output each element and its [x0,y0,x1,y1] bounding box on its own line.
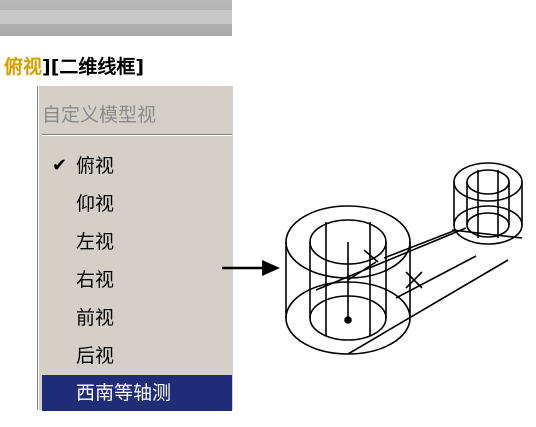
menu-item-label: 左视 [76,231,115,253]
menu-item-label: 右视 [76,269,115,291]
menu-separator [42,134,232,136]
title-bar [0,0,232,36]
menu-item-label: 后视 [76,345,115,367]
right-arrow-icon [222,260,280,276]
current-view-label[interactable]: 俯视 [4,56,43,78]
menu-item-front[interactable]: 前视 [42,300,232,336]
menu-item-top[interactable]: ✔ 俯视 [42,148,232,184]
menu-item-right[interactable]: 右视 [42,262,232,298]
checkmark-icon: ✔ [52,155,68,176]
menu-item-label: 俯视 [76,155,115,177]
menu-item-sw-isometric[interactable]: 西南等轴测 [42,375,232,411]
menu-item-left[interactable]: 左视 [42,224,232,260]
visual-style-label[interactable]: ][二维线框] [42,56,145,78]
wireframe-model-icon [285,162,523,355]
menu-item-label: 前视 [76,307,115,329]
menu-item-bottom[interactable]: 仰视 [42,186,232,222]
menu-item-label: 仰视 [76,193,115,215]
menu-item-back[interactable]: 后视 [42,338,232,374]
custom-model-views-item[interactable]: 自定义模型视 [42,104,157,126]
menu-item-label: 西南等轴测 [76,382,172,404]
title-bar-gap [0,10,232,24]
viewport-controls: 俯视][二维线框] [4,52,144,79]
view-menu [38,86,233,410]
